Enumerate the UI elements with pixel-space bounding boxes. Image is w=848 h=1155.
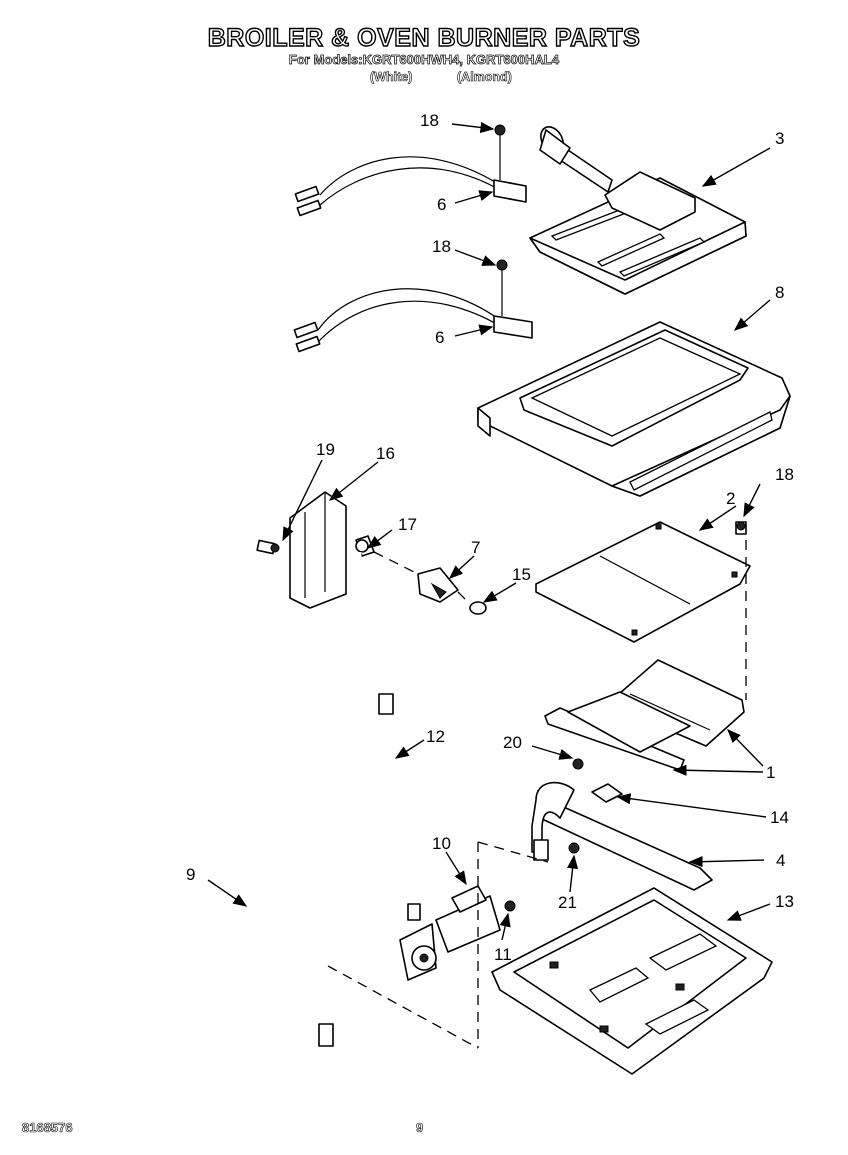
callout-7: 7 [471,538,480,557]
callout-14: 14 [770,808,789,827]
callout-21: 21 [558,893,577,912]
oven-bottom-part [477,321,791,497]
callout-18-top: 18 [420,111,439,130]
leader-arrows [207,121,771,941]
oven-burner-part [531,758,713,891]
callout-17: 17 [398,515,417,534]
alignment-lines [327,540,747,1049]
gas-valve-part [399,885,516,981]
callout-3: 3 [775,129,784,148]
variant-white: (White) [370,70,413,85]
gas-tube-part [378,693,416,911]
burner-support-part [544,659,745,771]
callout-20: 20 [503,733,522,752]
callout-8: 8 [775,283,784,302]
callout-18-right: 18 [775,465,794,484]
wire-harness-lower-part [293,259,533,353]
callout-12: 12 [426,727,445,746]
callout-numbers: 18 3 6 18 6 8 19 16 17 7 15 18 2 12 20 1… [186,111,794,964]
main-gas-tube-part [253,552,362,1076]
wire-harness-upper-part [294,124,527,217]
model-subtitle: For Models:KGRT600HWH4, KGRT600HAL4 [288,52,560,68]
callout-9: 9 [186,865,195,884]
orifice-hood-part [355,535,487,615]
page-number: 9 [416,1120,424,1136]
callout-6-upper: 6 [437,195,446,214]
broiler-burner-part [529,126,747,295]
callout-16: 16 [376,444,395,463]
callout-11: 11 [494,945,512,964]
callout-6-lower: 6 [435,328,444,347]
document-number: 8168576 [22,1120,73,1136]
callout-15: 15 [512,565,531,584]
callout-18-mid: 18 [432,237,451,256]
callout-1: 1 [766,763,775,782]
variant-almond: (Almond) [457,70,512,85]
mounting-bracket-part [256,491,347,609]
page-title: BROILER & OVEN BURNER PARTS [207,23,641,52]
callout-10: 10 [432,834,451,853]
callout-13: 13 [775,892,794,911]
callout-19: 19 [316,440,335,459]
callout-4: 4 [776,851,785,870]
broiler-pan-part [491,887,773,1075]
callout-2: 2 [726,489,735,508]
burner-baffle-part [535,521,751,643]
